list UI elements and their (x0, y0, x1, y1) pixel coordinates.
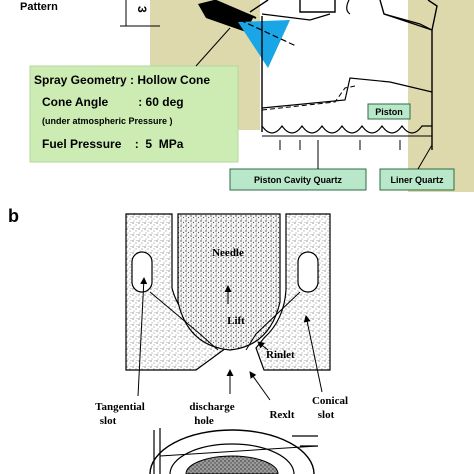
tangential-label-2: slot (100, 415, 117, 427)
liner-leader-line (417, 144, 433, 170)
rinlet-label: Rinlet (266, 349, 295, 361)
piston-crown (261, 77, 433, 109)
tangential-label-1: Tangential (95, 401, 145, 413)
rexit-leader (249, 371, 271, 401)
cross-section-outer (149, 429, 315, 474)
panel-a: Pattern 3 Piston Spray Geometry : Hollo (20, 0, 474, 192)
cavity-label: Piston Cavity Quartz (254, 175, 343, 185)
conical-channel-right (245, 291, 301, 351)
liner-label-box (379, 168, 455, 191)
panel-b-letter: b (8, 206, 19, 226)
panel-b: b Needle Lift Rinlet Tangential slot dis… (8, 206, 348, 474)
spec-cone-note: (under atmospheric Pressure ) (42, 116, 173, 126)
rinlet-arrow (257, 341, 269, 351)
hook-mark (346, 0, 351, 15)
conical-leader (303, 315, 323, 393)
dimension-digit: 3 (135, 6, 149, 13)
cross-section-core (185, 455, 279, 474)
spray-cone (238, 20, 290, 68)
discharge-label-1: discharge (189, 401, 234, 413)
valve-right (383, 13, 433, 31)
needle (177, 213, 281, 351)
needle-label: Needle (212, 247, 244, 259)
piston-cavity-dashed (261, 85, 356, 111)
cross-section-tangent (159, 445, 319, 457)
injector-edge (213, 0, 257, 19)
liner-label: Liner Quartz (390, 175, 444, 185)
piston-label-box (367, 103, 411, 120)
piston-rings (261, 124, 432, 134)
spec-title: Spray Geometry : Hollow Cone (34, 73, 210, 87)
conical-label-1: Conical (312, 395, 348, 407)
inlet-pipe (153, 428, 161, 474)
piston-skirt (279, 140, 401, 150)
spec-leader-line (195, 27, 231, 67)
spec-fuel-pressure: Fuel Pressure : 5 MPa (42, 137, 184, 151)
valve-left (261, 13, 331, 21)
tangential-slot-left (131, 251, 153, 293)
pattern-label: Pattern (20, 1, 58, 13)
spray-axis (239, 19, 297, 47)
tangential-slot-right (297, 251, 319, 293)
spec-cone-angle: Cone Angle : 60 deg (42, 95, 184, 109)
rexit-label: Rexlt (269, 409, 294, 421)
piston-label: Piston (375, 107, 403, 117)
tangential-leader (137, 277, 148, 397)
khaki-region-right (408, 0, 474, 192)
discharge-label-2: hole (194, 415, 214, 427)
lift-label: Lift (227, 315, 245, 327)
spec-box (29, 65, 239, 163)
conical-label-2: slot (318, 409, 335, 421)
cavity-label-box (229, 168, 367, 191)
conical-channel-left (149, 291, 219, 351)
